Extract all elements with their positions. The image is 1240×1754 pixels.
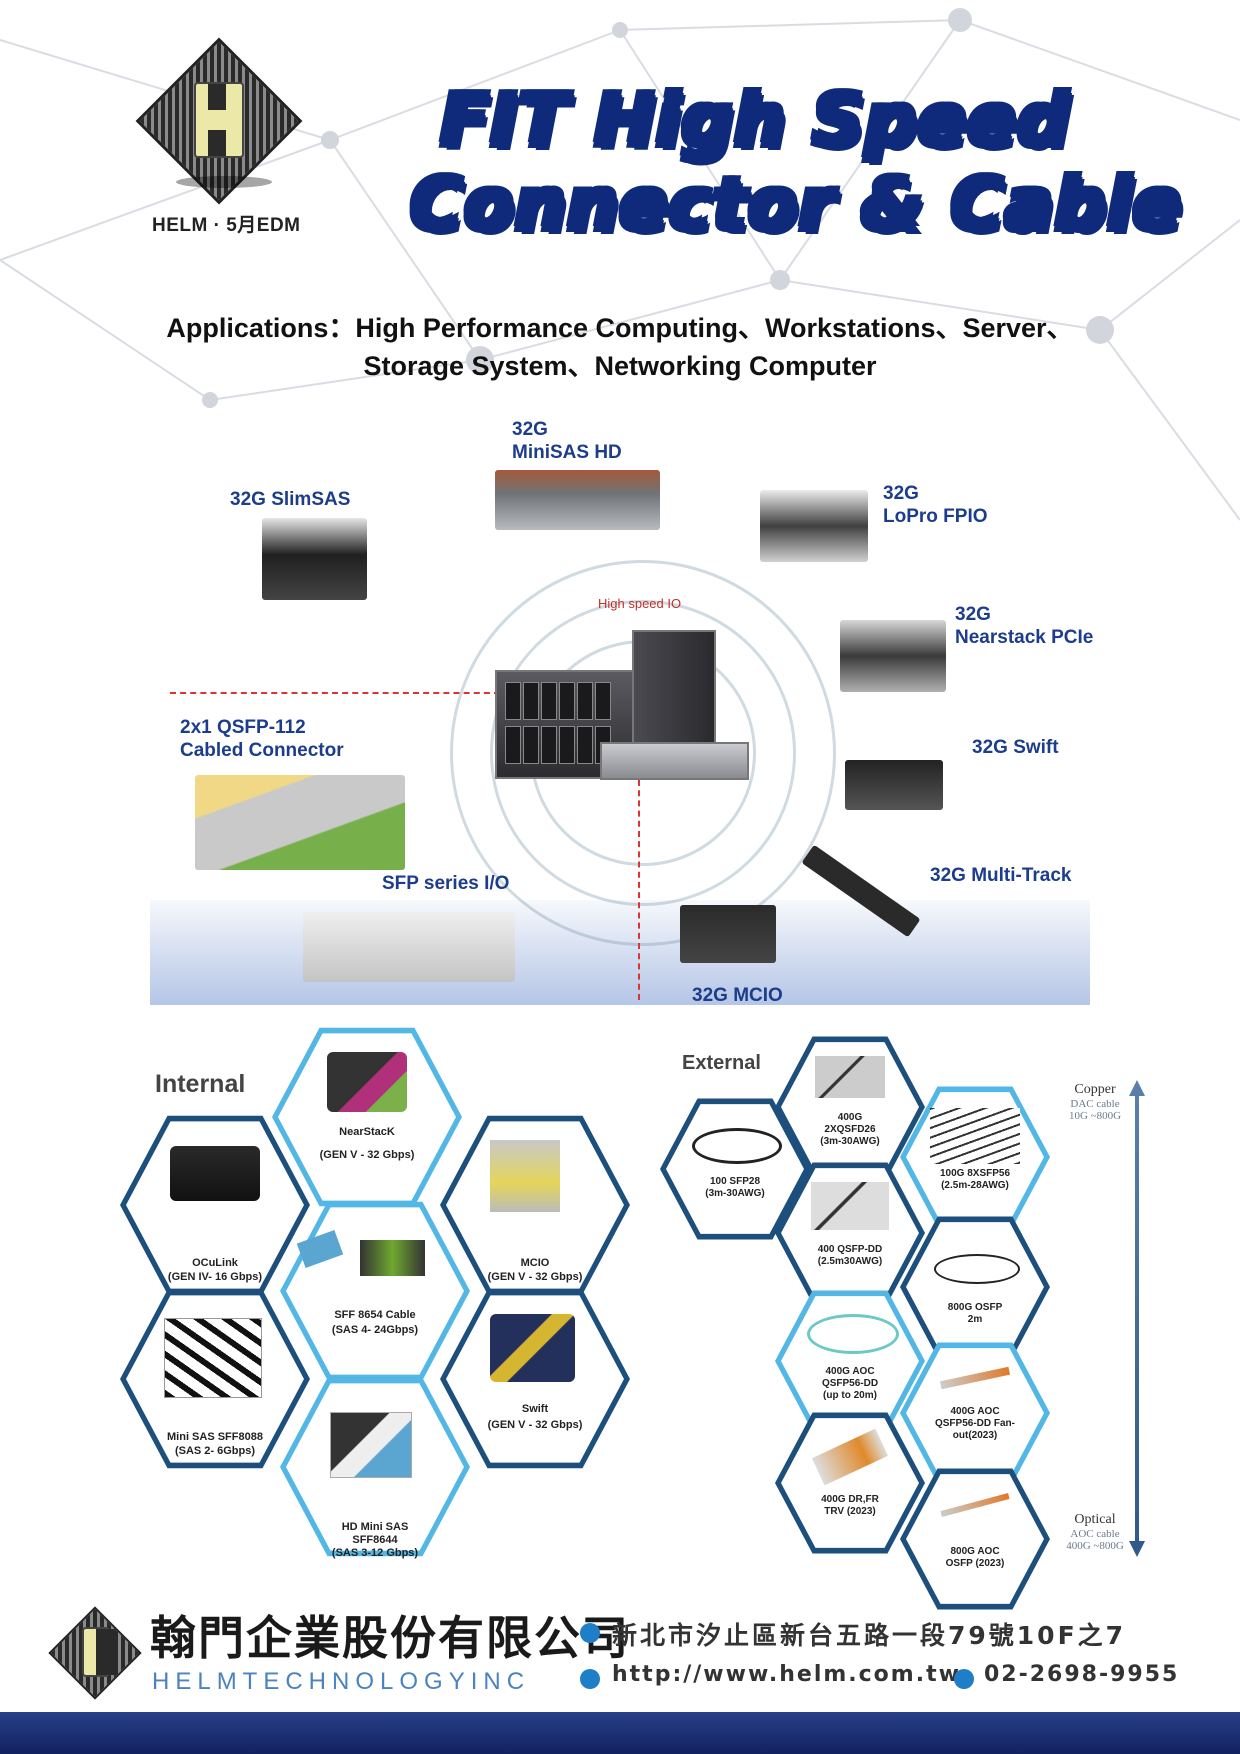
hex-ext-100-sfp28: 100 SFP28 (3m-30AWG) bbox=[660, 1094, 810, 1244]
swift-image bbox=[845, 760, 943, 810]
company-name-en: HELMTECHNOLOGYINC bbox=[152, 1668, 531, 1695]
qsfp-112-image bbox=[195, 775, 405, 870]
phone-icon bbox=[954, 1669, 974, 1689]
address: 新北市汐止區新台五路一段79號10F之7 bbox=[612, 1621, 1127, 1650]
hd-minisas-image bbox=[330, 1412, 412, 1478]
hex-sff8654: SFF 8654 Cable (SAS 4- 24Gbps) bbox=[280, 1196, 470, 1386]
axis-bottom-label: Optical AOC cable 400G ~800G bbox=[1066, 1512, 1124, 1552]
hex-ext-800g-aoc-osfp: 800G AOC OSFP (2023) bbox=[900, 1464, 1050, 1614]
location-pin-icon bbox=[580, 1623, 600, 1643]
oculink-image bbox=[170, 1146, 260, 1201]
title-line-1: FIT High Speed bbox=[439, 77, 1071, 164]
hex-ext-800g-osfp: 800G OSFP 2m bbox=[900, 1212, 1050, 1362]
sfp-io-image bbox=[303, 912, 515, 982]
ext-400g-aoc-image bbox=[807, 1314, 899, 1354]
label-swift: 32G Swift bbox=[972, 737, 1059, 758]
sff8654-connector-image bbox=[360, 1240, 425, 1276]
ext-400g-2xqsfd26-image bbox=[815, 1056, 885, 1098]
phone-number: 02-2698-9955 bbox=[984, 1662, 1180, 1687]
label-mcio: 32G MCIO bbox=[692, 985, 783, 1006]
internal-title: Internal bbox=[155, 1070, 246, 1098]
hex-minisas-sff8088: Mini SAS SFF8088 (SAS 2- 6Gbps) bbox=[120, 1284, 310, 1474]
hex-swift: Swift (GEN V - 32 Gbps) bbox=[440, 1284, 630, 1474]
mcio-image bbox=[680, 905, 776, 963]
logo-shadow bbox=[176, 176, 272, 188]
ext-800g-osfp-image bbox=[934, 1254, 1020, 1284]
dashed-guide bbox=[638, 780, 640, 1000]
footer-bar bbox=[0, 1712, 1240, 1754]
hex-ext-400g-aoc: 400G AOC QSFP56-DD (up to 20m) bbox=[775, 1286, 925, 1436]
label-multi-track: 32G Multi-Track bbox=[930, 865, 1072, 886]
title-line-2: Connector & Cable bbox=[408, 161, 1183, 248]
label-sfp-io: SFP series I/O bbox=[382, 873, 510, 894]
hex-mcio: MCIO (GEN V - 32 Gbps) bbox=[440, 1110, 630, 1300]
center-label: High speed IO bbox=[598, 596, 682, 611]
blade-server-image bbox=[495, 670, 639, 779]
applications-line-2: Storage System、Networking Computer bbox=[363, 351, 877, 381]
website-link[interactable]: http://www.helm.com.tw bbox=[612, 1662, 961, 1687]
hex-oculink: OCuLink (GEN IV- 16 Gbps) bbox=[120, 1110, 310, 1300]
globe-icon bbox=[580, 1669, 600, 1689]
lopro-fpio-image bbox=[760, 490, 868, 562]
copper-optical-axis bbox=[1135, 1096, 1139, 1541]
ext-400-qsfp-dd-image bbox=[811, 1182, 889, 1230]
tower-server-image bbox=[632, 630, 716, 764]
hex-nearstack: NearStacK (GEN V - 32 Gbps) bbox=[272, 1022, 462, 1212]
hex-ext-400g-aoc-fanout: 400G AOC QSFP56-DD Fan- out(2023) bbox=[900, 1338, 1050, 1488]
arrow-down-icon bbox=[1129, 1541, 1145, 1557]
minisas-hd-image bbox=[495, 470, 660, 530]
ext-100-sfp28-image bbox=[692, 1128, 782, 1164]
applications-line-1: Applications：High Performance Computing、… bbox=[166, 313, 1074, 343]
nearstack-image bbox=[327, 1052, 407, 1112]
brand-tag: HELM · 5月EDM bbox=[152, 215, 301, 236]
ring bbox=[450, 560, 836, 946]
label-slimsas: 32G SlimSAS bbox=[230, 489, 351, 510]
arrow-up-icon bbox=[1129, 1080, 1145, 1096]
hex-ext-400-qsfp-dd: 400 QSFP-DD (2.5m30AWG) bbox=[775, 1158, 925, 1308]
ext-100g-8xsfp56-image bbox=[930, 1108, 1020, 1164]
hex-ext-100g-8xsfp56: 100G 8XSFP56 (2.5m-28AWG) bbox=[900, 1082, 1050, 1232]
rack-server-image bbox=[600, 742, 749, 780]
external-title: External bbox=[682, 1052, 761, 1074]
dashed-guide bbox=[170, 692, 500, 694]
minisas-image bbox=[164, 1318, 262, 1398]
logo-h-icon bbox=[194, 82, 244, 158]
ring bbox=[490, 600, 796, 906]
footer-logo-h-icon bbox=[82, 1627, 114, 1677]
mcio-cable-image bbox=[490, 1140, 560, 1212]
hex-ext-400g-dr-fr: 400G DR,FR TRV (2023) bbox=[775, 1408, 925, 1558]
hex-hd-minisas: HD Mini SAS SFF8644 (SAS 3-12 Gbps) bbox=[280, 1372, 470, 1562]
company-name-cn: 翰門企業股份有限公司 bbox=[150, 1611, 630, 1665]
swift-connector-image bbox=[490, 1314, 575, 1382]
background-network bbox=[0, 8, 1240, 521]
slimsas-image bbox=[262, 518, 367, 600]
nearstack-pcie-image bbox=[840, 620, 946, 692]
axis-top-label: Copper DAC cable 10G ~800G bbox=[1068, 1082, 1122, 1122]
